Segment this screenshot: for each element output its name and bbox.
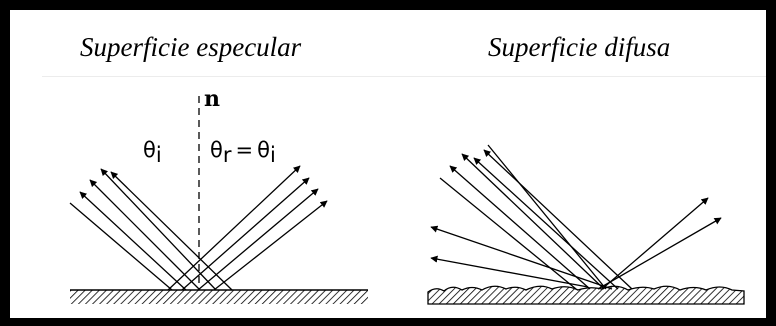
diffuse-incident-ray-1: [439, 177, 577, 290]
incident-ray-2: [79, 191, 187, 291]
diffuse-incident-ray-2: [449, 165, 591, 290]
theta-i-label: θi: [143, 138, 162, 167]
incident-ray-3: [89, 179, 201, 291]
scattered-ray-left-lower: [430, 255, 589, 288]
specular-surface-hatch: [70, 290, 368, 304]
header-divider: [42, 76, 766, 77]
reflected-ray-4: [213, 200, 328, 291]
diffuse-incident-ray-5: [483, 149, 633, 290]
diffuse-incident-ray-3: [461, 153, 605, 290]
scattered-ray-right-upper: [601, 197, 709, 290]
diffuse-surface-title: Superficie difusa: [488, 32, 671, 62]
diffuse-incident-ray-6: [487, 144, 607, 290]
incident-ray-5: [110, 171, 233, 291]
incident-ray-4: [100, 168, 217, 291]
scattered-ray-right-lower: [597, 217, 722, 290]
diffuse-panel: [427, 144, 745, 305]
normal-label: n: [204, 86, 220, 112]
specular-surface-title: Superficie especular: [80, 32, 302, 62]
specular-panel: n θi θr=θi: [69, 86, 368, 304]
theta-r-equation: θr=θi: [210, 138, 276, 167]
reflected-ray-3: [197, 188, 319, 291]
reflected-ray-2: [181, 177, 310, 291]
diffuse-incident-ray-4: [473, 157, 619, 290]
incident-ray-1: [69, 202, 173, 291]
reflected-ray-1: [167, 165, 301, 291]
rough-surface: [427, 285, 745, 305]
scattered-ray-left-upper: [430, 225, 613, 290]
